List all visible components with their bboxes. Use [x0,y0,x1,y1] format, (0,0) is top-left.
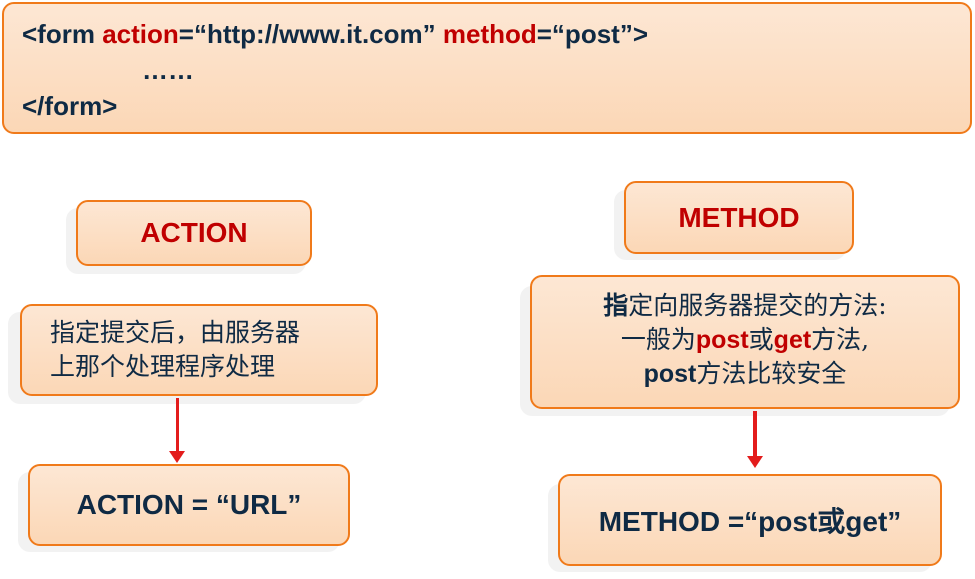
code-action-keyword: action [102,19,179,49]
code-snippet-box: <form action=“http://www.it.com” method=… [2,2,972,134]
action-description: 指定提交后，由服务器 上那个处理程序处理 [20,304,378,396]
method-header: METHOD [624,181,854,254]
method-arrow-head [747,456,763,468]
method-desc-post-bold: post [643,360,697,388]
action-arrow-line [176,398,179,452]
method-desc-line-2-pre: 一般为 [620,325,696,354]
code-method-keyword: method [442,19,537,49]
code-line-close: </form> [22,91,118,121]
method-arrow-line [753,411,757,457]
method-desc-line-2: 一般为post或get方法, [540,323,950,357]
method-desc-line-3: post方法比较安全 [540,357,950,391]
action-desc-line-2: 上那个处理程序处理 [50,352,276,381]
method-desc-line-1-text: 定向服务器提交的方法: [628,291,887,320]
code-line-ellipsis: …… [142,55,194,85]
code-method-value: =“post”> [536,19,648,49]
action-desc-line-1: 指定提交后，由服务器 [50,318,301,347]
method-description: 指定向服务器提交的方法: 一般为post或get方法, post方法比较安全 [530,275,960,409]
code-form-open: <form [22,19,103,49]
method-desc-post-keyword: post [695,326,749,354]
action-value-box: ACTION = “URL” [28,464,350,546]
code-line-open: <form action=“http://www.it.com” method=… [22,16,952,52]
method-desc-get-keyword: get [773,326,812,354]
method-desc-or: 或 [748,325,774,354]
method-desc-line-3-text: 方法比较安全 [696,359,847,388]
method-desc-line-1: 指定向服务器提交的方法: [540,289,950,323]
method-desc-bold-char: 指 [603,292,629,320]
action-header: ACTION [76,200,312,266]
method-value-box: METHOD =“post或get” [558,474,942,566]
action-arrow-head [169,451,185,463]
code-action-value: =“http://www.it.com” [178,19,443,49]
method-desc-line-2-end: 方法, [811,325,870,354]
